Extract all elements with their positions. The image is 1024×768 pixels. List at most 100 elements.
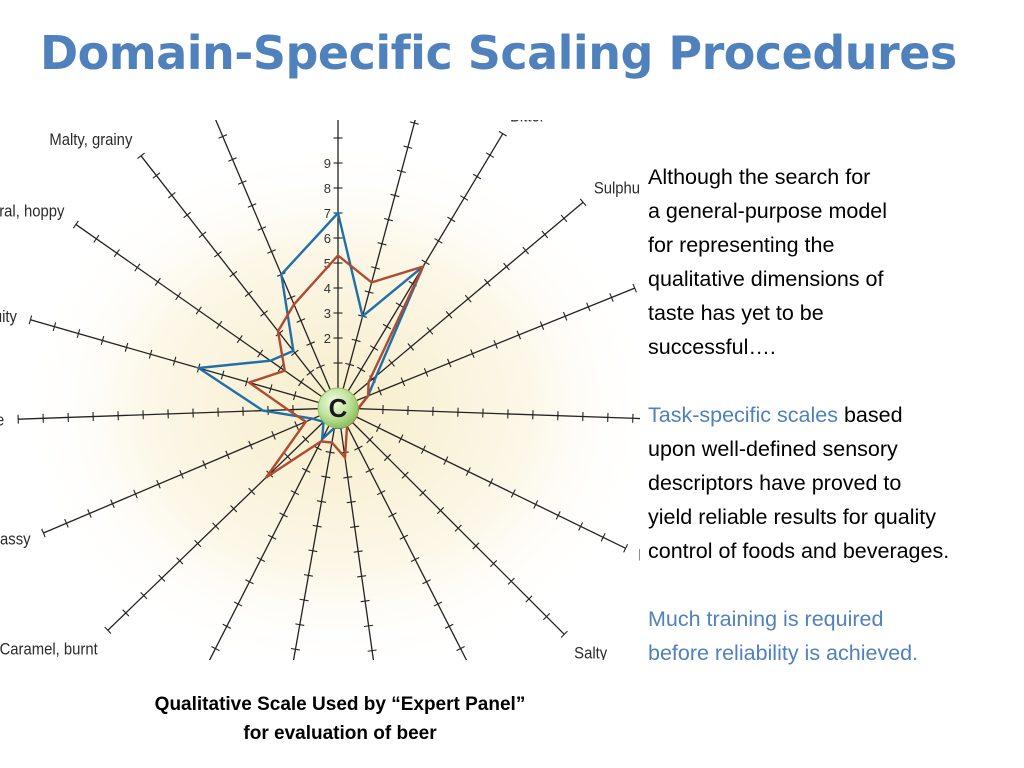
- axis-tick: [154, 277, 161, 286]
- axis-tick: [113, 249, 120, 258]
- axis-tick: [426, 327, 434, 335]
- axis-label-line: Malty, grainy: [49, 131, 132, 149]
- axis-tick: [421, 259, 430, 266]
- text-segment: Much training is required: [648, 607, 884, 631]
- axis-tick: [52, 322, 57, 332]
- axis-tick: [28, 315, 33, 325]
- axis-tick: [194, 539, 202, 548]
- axis-tick: [351, 338, 361, 343]
- axis-tick: [156, 479, 161, 489]
- axis-tick: [122, 609, 130, 617]
- caption-line-1: Qualitative Scale Used by “Expert Panel”: [154, 694, 526, 715]
- axis-tick: [222, 623, 232, 629]
- axis-tick: [298, 378, 305, 387]
- axis-tick: [301, 467, 311, 473]
- axis-tick: [291, 349, 299, 357]
- axis-tick: [454, 524, 462, 532]
- axis-tick: [398, 434, 404, 443]
- axis-label: Bitter: [510, 120, 545, 126]
- axis-tick: [371, 266, 381, 270]
- axis-tick: [420, 445, 426, 454]
- axis-tick: [510, 489, 516, 498]
- axis-label-line: Solvent-like: [0, 412, 4, 430]
- paragraph-line: upon well-defined sensory: [648, 432, 1020, 466]
- axis-tick: [260, 310, 269, 317]
- text-segment: descriptors have proved to: [648, 471, 902, 495]
- axis-tick: [183, 211, 192, 219]
- axis-tick: [104, 626, 112, 634]
- axis-tick-label: 5: [324, 256, 331, 271]
- axis-tick: [176, 557, 184, 565]
- axis-tick: [609, 293, 614, 302]
- axis-tick: [354, 445, 363, 451]
- text-segment: before reliability is achieved.: [648, 641, 919, 665]
- axis-tick: [600, 533, 606, 542]
- axis-tick: [110, 499, 115, 509]
- axis-tick: [277, 363, 284, 372]
- radar-axis: [41, 415, 320, 538]
- axis-tick: [472, 173, 482, 180]
- axis-tick: [303, 574, 314, 577]
- axis-tick: [555, 511, 561, 520]
- axis-tick: [229, 270, 238, 278]
- axis-tick: [247, 203, 257, 208]
- axis-tick: [403, 145, 413, 149]
- axis-tick: [137, 152, 145, 160]
- axis-tick: [578, 522, 584, 531]
- radar-axis: [333, 120, 343, 388]
- axis-tick: [345, 362, 355, 367]
- axis-tick: [498, 130, 507, 137]
- axis-tick: [87, 509, 92, 518]
- axis-tick: [541, 230, 549, 239]
- axis-tick: [257, 226, 267, 231]
- axis-tick: [343, 476, 353, 479]
- axis-tick: [93, 234, 100, 243]
- axis-tick: [390, 193, 400, 198]
- center-hub: [317, 387, 359, 429]
- axis-label: Salty: [574, 645, 607, 660]
- axis-label-line: Floral, hoppy: [0, 203, 65, 221]
- axis-tick: [294, 421, 299, 430]
- axis-tick: [306, 369, 315, 376]
- axis-label-line: Metallic: [638, 547, 640, 565]
- radar-axis: [351, 421, 568, 638]
- axis-tick: [316, 500, 327, 503]
- text-segment: a general-purpose model: [648, 199, 888, 223]
- axis-tick: [579, 198, 587, 207]
- axis-tick: [212, 522, 220, 530]
- axis-tick-label: 2: [324, 331, 331, 346]
- axis-tick: [198, 231, 207, 238]
- axis-tick: [382, 323, 392, 330]
- axis-tick: [364, 624, 374, 628]
- slide-title: Domain-Specific Scaling Procedures: [40, 26, 957, 80]
- axis-tick: [543, 613, 551, 621]
- axis-tick: [470, 349, 475, 359]
- axis-tick: [357, 575, 367, 578]
- axis-tick: [256, 556, 266, 563]
- axis-tick-label: 8: [324, 181, 331, 196]
- radar-axis: [72, 220, 322, 398]
- axis-tick: [400, 377, 406, 387]
- axis-tick: [489, 559, 498, 568]
- axis-tick: [357, 366, 366, 373]
- text-segment: Task-specific scales: [648, 403, 838, 427]
- axis-tick: [244, 290, 253, 297]
- paragraph-line: a general-purpose model: [648, 194, 1020, 228]
- text-segment: control of foods and beverages.: [648, 539, 950, 563]
- radar-axis: [104, 421, 325, 634]
- axis-tick: [76, 329, 81, 339]
- axis-label: Floral, hoppy: [0, 203, 65, 221]
- caption-line-2: for evaluation of beer: [243, 723, 437, 744]
- axis-tick: [375, 423, 381, 433]
- axis-tick: [290, 647, 300, 651]
- axis-tick: [560, 214, 568, 223]
- axis-label-line: Resinous, grassy: [0, 531, 31, 549]
- axis-tick: [423, 368, 429, 377]
- axis-tick: [464, 294, 472, 303]
- axis-tick: [284, 453, 292, 461]
- axis-label: Metallic: [638, 547, 640, 565]
- radar-axis: [215, 120, 331, 390]
- radar-axis: [357, 405, 640, 423]
- axis-tick: [64, 518, 69, 528]
- axis-tick: [316, 364, 325, 369]
